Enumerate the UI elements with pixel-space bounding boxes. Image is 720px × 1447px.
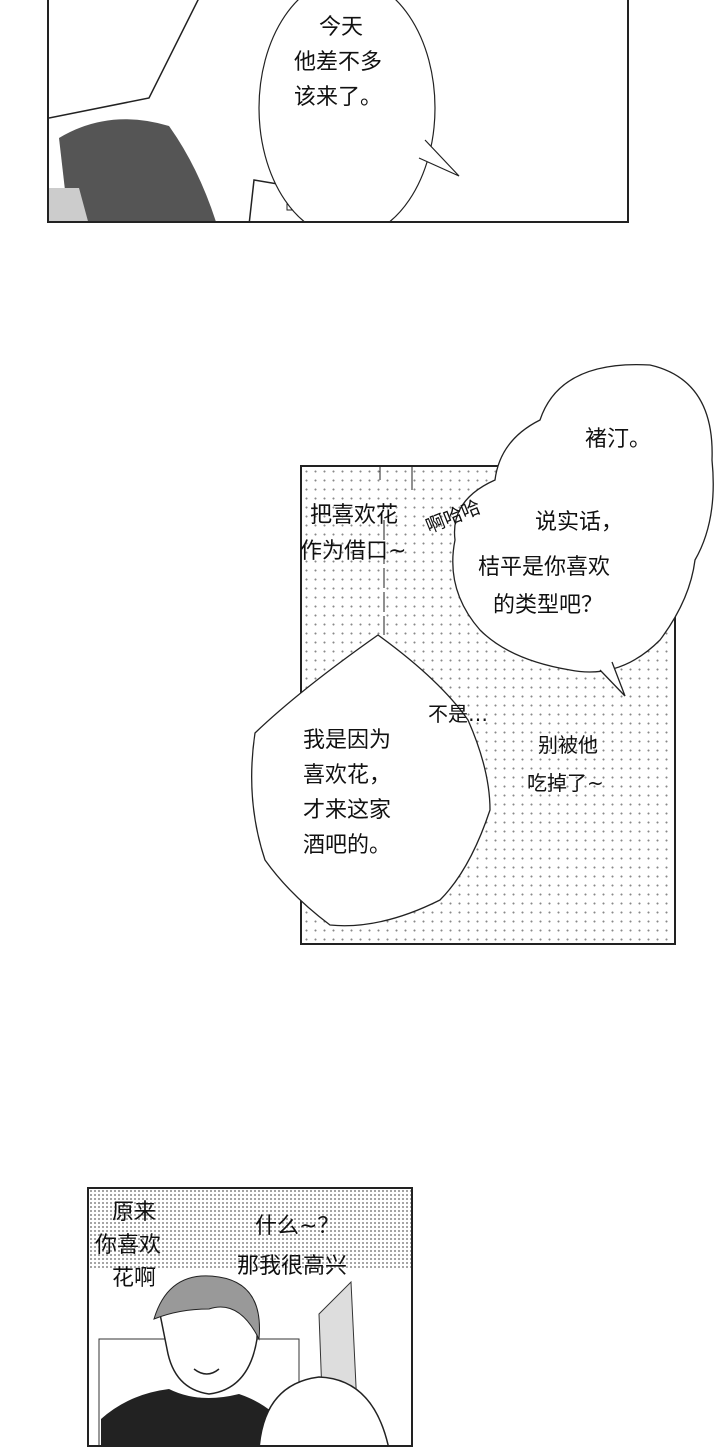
dialogue-line: 你喜欢 — [95, 1233, 162, 1258]
cloud-bubble-line: 桔平是你喜欢 — [478, 555, 611, 580]
black-shirt — [101, 1389, 289, 1445]
cloud-bubble-name: 褚汀。 — [585, 427, 652, 452]
dialogue-line: 花啊 — [112, 1266, 157, 1291]
cloud-bubble-line: 说实话， — [535, 510, 624, 535]
character-hair — [153, 1275, 260, 1341]
side-text-line: 吃掉了~ — [527, 771, 604, 795]
bubble-line: 他差不多 — [294, 50, 383, 75]
side-text-line: 把喜欢花 — [310, 503, 399, 528]
bubble-line: 喜欢花， — [303, 763, 392, 788]
blond-character-hair — [258, 1376, 389, 1445]
cloud-speech-bubble — [452, 363, 714, 673]
panel-1-artwork — [49, 0, 460, 221]
bubble-line: 今天 — [319, 15, 364, 40]
comic-panel-3: 原来 你喜欢 花啊 什么~？ 那我很高兴 — [87, 1187, 413, 1447]
side-text-line: 作为借口~ — [300, 539, 407, 564]
bubble-line: 该来了。 — [294, 85, 383, 110]
panel-3-artwork — [98, 1275, 389, 1445]
speech-bubble — [251, 634, 491, 927]
side-text-line: 别被他 — [538, 733, 598, 757]
dark-shirt — [59, 119, 216, 221]
cloud-bubble-line: 的类型吧？ — [493, 593, 604, 618]
panel-2-bubbles — [251, 363, 714, 927]
dialogue-line: 什么~？ — [255, 1214, 340, 1239]
aside-text: 不是… — [428, 702, 488, 726]
dialogue-line: 那我很高兴 — [237, 1254, 348, 1279]
bubble-line: 我是因为 — [303, 728, 392, 753]
comic-panel-1: 今天 他差不多 该来了。 — [47, 0, 629, 223]
dialogue-line: 原来 — [112, 1200, 157, 1225]
bubble-line: 才来这家 — [303, 798, 392, 823]
speech-bubble — [258, 0, 436, 221]
screentone-background — [89, 1189, 411, 1269]
bubble-line: 酒吧的。 — [303, 833, 392, 858]
